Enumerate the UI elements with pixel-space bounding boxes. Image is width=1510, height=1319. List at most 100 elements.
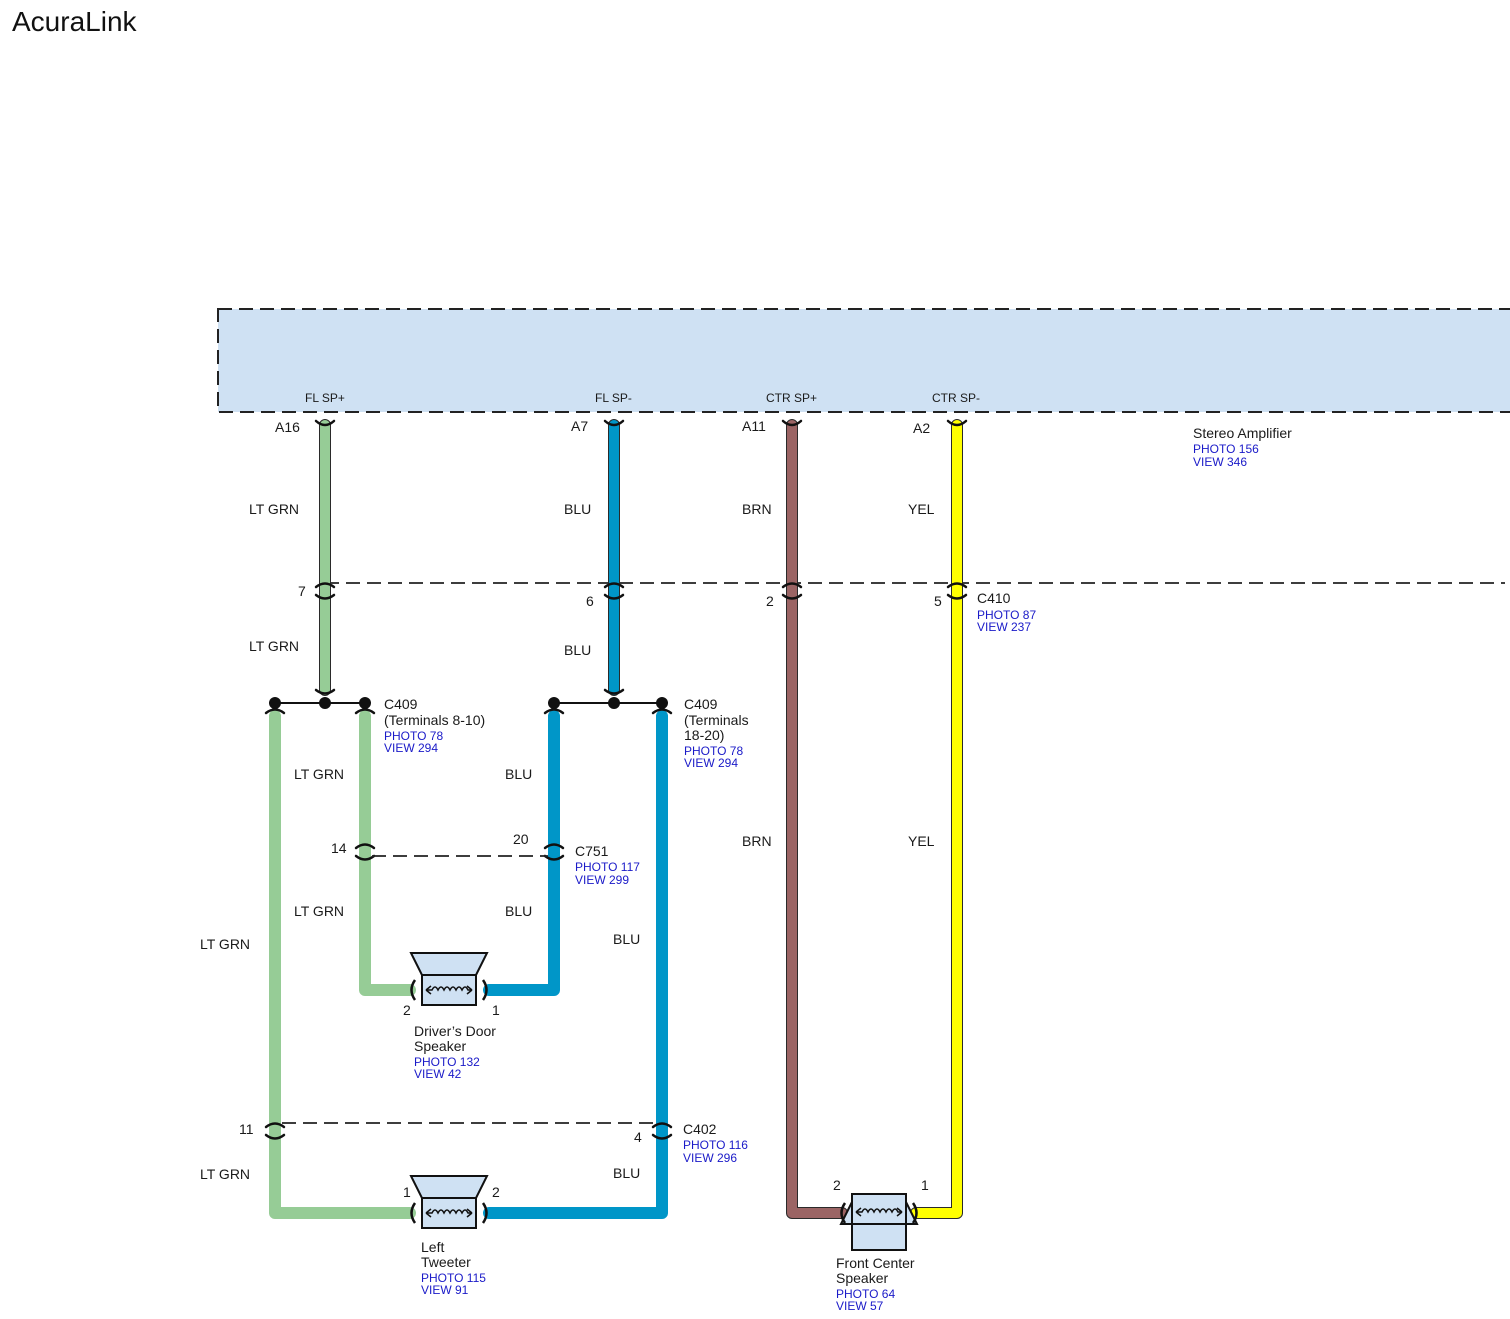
stereo-amplifier-label: Stereo Amplifier <box>1193 425 1292 441</box>
c409a-photo-link[interactable]: PHOTO 78 <box>384 729 443 743</box>
c409b-terminal-dot <box>548 697 560 709</box>
terminal-ctr-sp-minus-label: CTR SP- <box>932 391 980 405</box>
c402-label: C402 <box>683 1121 717 1137</box>
left-tweeter-pin-label: 2 <box>492 1184 500 1200</box>
front-center-speaker-photo-link[interactable]: PHOTO 64 <box>836 1287 895 1301</box>
cap-c410-5-top <box>946 582 968 589</box>
wire-label-blu: BLU <box>613 1165 640 1181</box>
c410-pin-label: 5 <box>934 593 942 609</box>
drivers-door-speaker-pin-label: 1 <box>492 1002 500 1018</box>
c409a-view-link[interactable]: VIEW 294 <box>384 741 438 755</box>
stereo-amplifier-photo-link[interactable]: PHOTO 156 <box>1193 442 1259 456</box>
coil-icon <box>425 985 473 995</box>
drivers-door-speaker-photo-link[interactable]: PHOTO 132 <box>414 1055 480 1069</box>
c402-photo-link[interactable]: PHOTO 116 <box>683 1138 748 1152</box>
cap-c410-2-bot <box>781 593 803 600</box>
c409a-terminal-dot <box>319 697 331 709</box>
c751-photo-link[interactable]: PHOTO 117 <box>575 860 640 874</box>
wire-yel-outline <box>910 419 963 1219</box>
wire-label-yel: YEL <box>908 501 935 517</box>
wire-brn-outline <box>786 419 848 1219</box>
drivers-door-speaker-label: Driver’s Door <box>414 1023 496 1039</box>
drivers-door-speaker-label: Speaker <box>414 1038 466 1054</box>
c751-view-link[interactable]: VIEW 299 <box>575 873 629 887</box>
wire-label-lt-grn: LT GRN <box>294 903 344 919</box>
cap-c751-20-top <box>543 843 565 850</box>
wire-label-blu: BLU <box>505 766 532 782</box>
cap-c410-5-bot <box>946 593 968 600</box>
c409a-terminal-dot <box>359 697 371 709</box>
wire-lt-grn-to-tweeter <box>269 710 416 1219</box>
cap-a7 <box>603 419 625 427</box>
cap-c410-6-bot <box>603 593 625 600</box>
c409b-terminal-dot <box>608 697 620 709</box>
cap-a2 <box>946 419 968 427</box>
left-tweeter-label: Tweeter <box>421 1254 471 1270</box>
left-tweeter-pin-cap-right <box>481 1202 488 1224</box>
drivers-door-speaker-view-link[interactable]: VIEW 42 <box>414 1067 462 1081</box>
wire-label-lt-grn: LT GRN <box>200 1166 250 1182</box>
left-tweeter-label: Left <box>421 1239 444 1255</box>
c410-view-link[interactable]: VIEW 237 <box>977 620 1031 634</box>
stereo-amplifier-box[interactable] <box>217 308 1510 413</box>
cap-c402-4-bot <box>651 1133 673 1140</box>
left-tweeter[interactable] <box>409 1175 489 1229</box>
c410-pin-label: 7 <box>298 583 306 599</box>
coil-icon <box>855 1207 903 1217</box>
front-center-speaker-pin-label: 2 <box>833 1177 841 1193</box>
c409b-photo-link[interactable]: PHOTO 78 <box>684 744 743 758</box>
terminal-fl-sp-plus-label: FL SP+ <box>305 391 345 405</box>
cap-c409a-in <box>314 688 336 695</box>
stereo-amplifier-view-link[interactable]: VIEW 346 <box>1193 455 1247 469</box>
drivers-door-speaker-pin-cap-left <box>410 979 417 1001</box>
wire-label-blu: BLU <box>613 931 640 947</box>
c409b-label: C409 <box>684 696 718 712</box>
cap-c402-11-bot <box>264 1133 286 1140</box>
pin-a7-label: A7 <box>571 418 588 434</box>
wire-brn-ctr-sp-plus <box>787 420 847 1218</box>
c751-pin-label: 14 <box>331 840 347 856</box>
wire-yel-ctr-sp-minus <box>911 420 962 1218</box>
front-center-speaker-pin-label: 1 <box>921 1177 929 1193</box>
cap-c402-11-top <box>264 1122 286 1129</box>
left-tweeter-photo-link[interactable]: PHOTO 115 <box>421 1271 486 1285</box>
c402-view-link[interactable]: VIEW 296 <box>683 1151 737 1165</box>
terminal-fl-sp-minus-label: FL SP- <box>595 391 632 405</box>
wire-lt-grn-to-door-speaker <box>359 710 416 996</box>
cap-c402-4-top <box>651 1122 673 1129</box>
wire-label-blu: BLU <box>505 903 532 919</box>
wire-label-brn: BRN <box>742 501 772 517</box>
c409b-terminals-label: 18-20) <box>684 727 724 743</box>
c409a-terminals-label: (Terminals 8-10) <box>384 712 485 728</box>
pin-a2-label: A2 <box>913 420 930 436</box>
c409a-terminal-dot <box>269 697 281 709</box>
c402-pin-label: 4 <box>634 1129 642 1145</box>
front-center-speaker-view-link[interactable]: VIEW 57 <box>836 1299 884 1313</box>
cap-c751-14-top <box>354 843 376 850</box>
cap-c409b-out-left <box>543 708 565 715</box>
c751-label: C751 <box>575 843 609 859</box>
wire-label-lt-grn: LT GRN <box>294 766 344 782</box>
cap-c751-20-bot <box>543 854 565 861</box>
wire-label-lt-grn: LT GRN <box>200 936 250 952</box>
c409a-label: C409 <box>384 696 418 712</box>
c409b-terminals-label: (Terminals <box>684 712 749 728</box>
wire-blu-to-tweeter <box>483 710 668 1219</box>
cap-a11 <box>781 419 803 427</box>
cap-c410-7-bot <box>314 593 336 600</box>
left-tweeter-view-link[interactable]: VIEW 91 <box>421 1283 469 1297</box>
c410-photo-link[interactable]: PHOTO 87 <box>977 608 1036 622</box>
drivers-door-speaker[interactable] <box>409 952 489 1006</box>
front-center-speaker-label: Front Center <box>836 1255 915 1271</box>
drivers-door-speaker-pin-label: 2 <box>403 1002 411 1018</box>
left-tweeter-pin-label: 1 <box>403 1184 411 1200</box>
cap-a16 <box>314 419 336 427</box>
c751-pin-label: 20 <box>513 831 529 847</box>
c409b-view-link[interactable]: VIEW 294 <box>684 756 738 770</box>
terminal-ctr-sp-plus-label: CTR SP+ <box>766 391 817 405</box>
front-center-speaker[interactable] <box>839 1193 919 1251</box>
c402-pin-label: 11 <box>239 1121 254 1137</box>
coil-icon <box>425 1208 473 1218</box>
wire-label-yel: YEL <box>908 833 935 849</box>
